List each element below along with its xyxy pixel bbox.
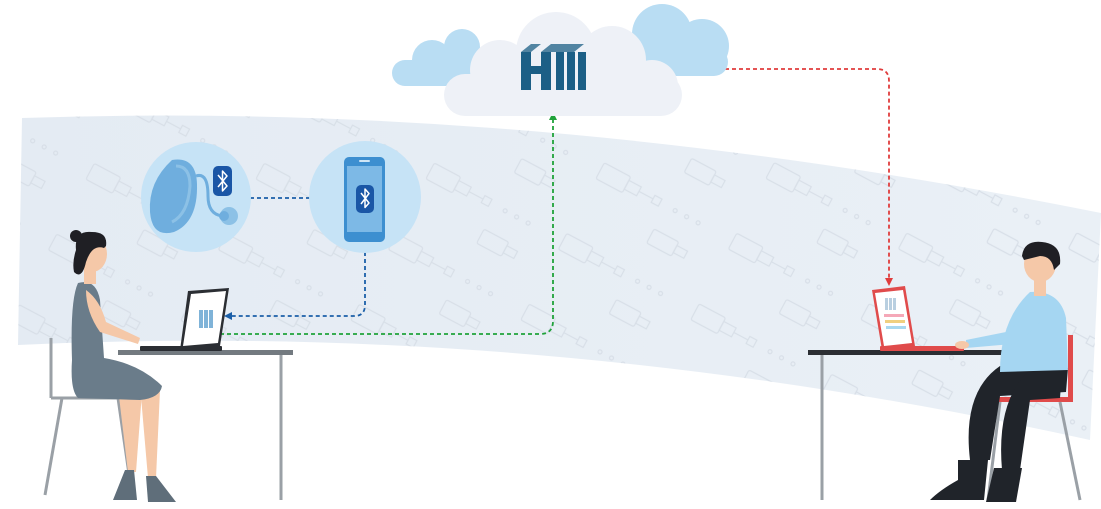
- connection-cloud-professional: [676, 68, 890, 278]
- connection-phone-laptop: [232, 252, 366, 317]
- woman-at-desk-icon: [70, 230, 176, 502]
- patient-workstation: [43, 230, 293, 502]
- patient-laptop: [140, 288, 229, 351]
- bluetooth-icon: [356, 185, 374, 213]
- hw-brand-logo-icon: [199, 310, 213, 328]
- professional-laptop: [872, 286, 964, 351]
- arrowhead-to-professional: [885, 278, 893, 286]
- patient-desk: [118, 350, 293, 500]
- man-at-desk-icon: [930, 241, 1068, 502]
- connection-laptop-cloud: [220, 120, 554, 335]
- hearing-aid-icon: [149, 159, 238, 234]
- arrowhead-to-laptop: [224, 312, 232, 320]
- hearing-aid-device: [141, 142, 251, 252]
- bluetooth-icon: [213, 166, 232, 196]
- background-band: [18, 115, 1101, 440]
- professional-desk: [808, 350, 1018, 500]
- cloud: [392, 4, 729, 116]
- smartphone-device: [309, 141, 421, 253]
- hw-brand-logo-icon: [885, 298, 896, 310]
- hw-brand-logo-icon: [521, 44, 586, 90]
- professional-workstation: [808, 241, 1082, 502]
- connections: [220, 68, 890, 335]
